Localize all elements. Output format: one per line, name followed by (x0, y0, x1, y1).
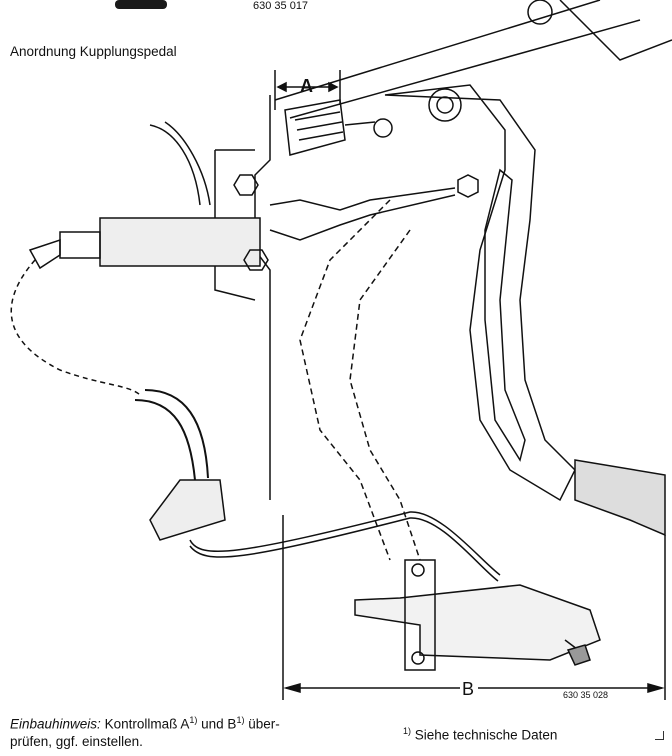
clutch-pedal (373, 84, 666, 537)
note-text-2: und B (201, 716, 237, 732)
note-text-3: über- (248, 716, 280, 732)
note-sup-a: 1) (189, 715, 198, 725)
footnote-text: Siehe technische Daten (414, 727, 558, 743)
label-b: B (462, 679, 474, 699)
dimension-b (282, 515, 666, 700)
slave-cylinder (354, 559, 601, 671)
note-line-2: prüfen, ggf. einstellen. (10, 733, 143, 749)
fluid-hose (134, 389, 226, 541)
note-lead: Einbauhinweis: (10, 716, 101, 732)
figure-number: 630 35 028 (563, 690, 609, 700)
footnote-marker: 1) (403, 726, 412, 736)
corner-mark (655, 731, 664, 740)
fluid-hose-dashed (10, 259, 141, 396)
page-title: Anordnung Kupplungspedal (10, 44, 177, 59)
hydraulic-line (189, 511, 501, 582)
note-sup-b: 1) (236, 715, 245, 725)
master-cylinder (28, 121, 456, 271)
pedal-travel-outline (299, 199, 421, 561)
label-a: A (300, 76, 313, 96)
pedal-stop-spring (284, 99, 376, 156)
footnote: 1) Siehe technische Daten (403, 726, 557, 743)
note-text-1: Kontrollmaß A (104, 716, 190, 732)
top-part-number: 630 35 017 (253, 0, 309, 12)
pedal-bracket (214, 0, 672, 500)
redaction-mark (115, 0, 167, 9)
installation-note: Einbauhinweis: Kontrollmaß A1) und B1) ü… (10, 712, 350, 750)
dimension-a (274, 70, 341, 110)
